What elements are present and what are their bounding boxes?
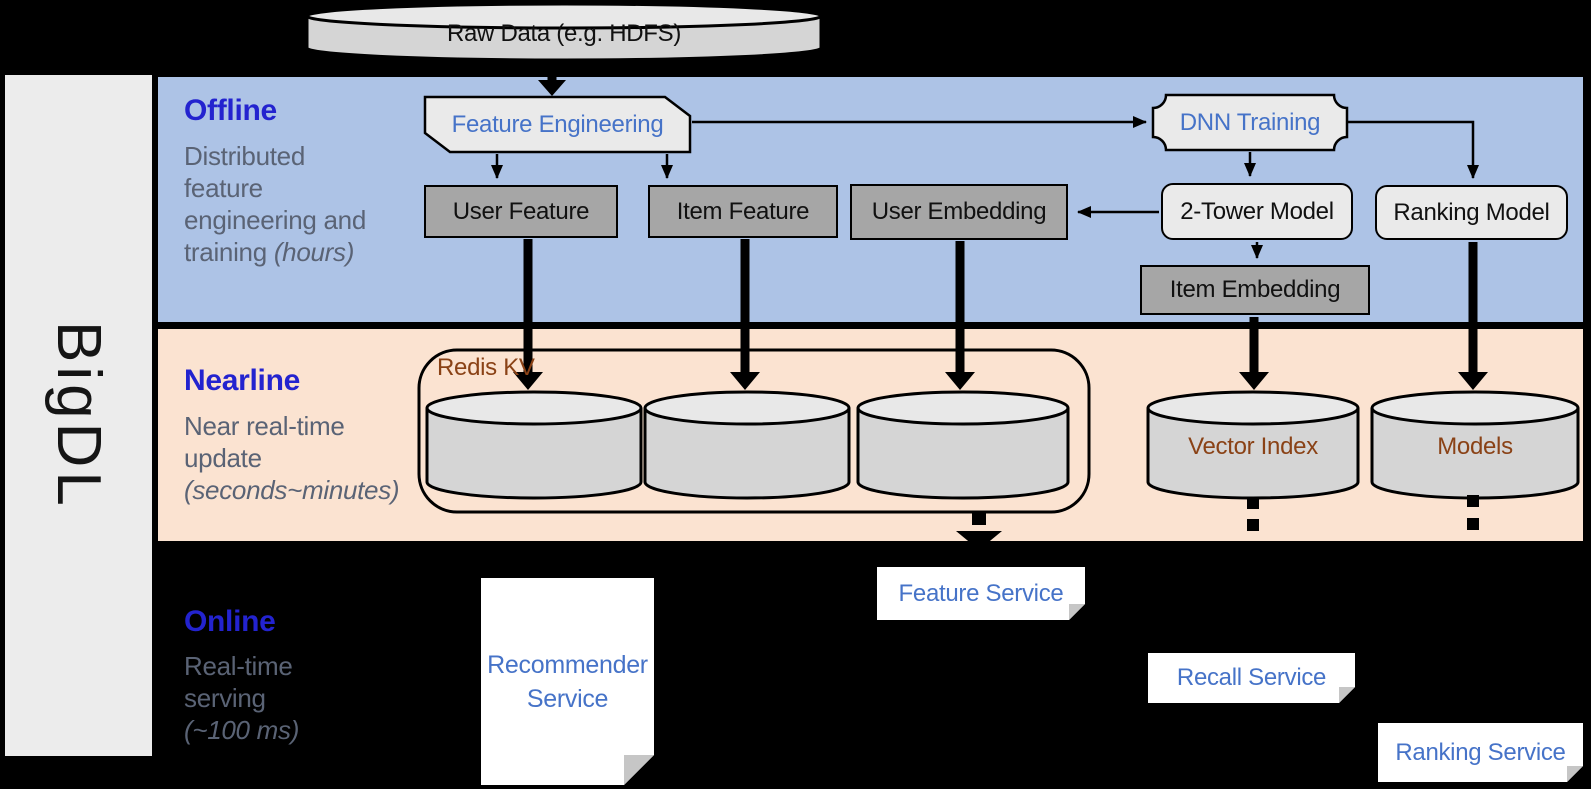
redis-cylinder-3 xyxy=(856,390,1070,500)
offline-desc-line: training (hours) xyxy=(184,237,355,267)
offline-desc-line: Distributed xyxy=(184,141,305,171)
redis-kv-label: Redis KV xyxy=(437,354,535,381)
vector-index-cylinder xyxy=(1146,390,1360,500)
nearline-desc: Near real-time update (seconds~minutes) xyxy=(184,410,400,506)
arrow-redis-to-feature-service xyxy=(956,512,1002,550)
item-embedding-box: Item Embedding xyxy=(1140,265,1370,315)
dashed-link-models xyxy=(1467,495,1479,530)
online-desc: Real-time serving (~100 ms) xyxy=(184,650,299,746)
arrow-ranking-model-to-models xyxy=(1458,242,1488,390)
online-desc-line: Real-time xyxy=(184,651,293,681)
feature-engineering-shape xyxy=(423,95,692,154)
online-desc-line: serving xyxy=(184,683,266,713)
online-desc-line: (~100 ms) xyxy=(184,715,300,745)
ranking-service-doc: Ranking Service xyxy=(1378,723,1583,782)
dnn-training-label: DNN Training xyxy=(1179,108,1321,136)
offline-desc: Distributed feature engineering and trai… xyxy=(184,140,366,268)
online-title: Online xyxy=(184,605,276,638)
arrow-item-embedding-to-vector-index xyxy=(1239,317,1269,390)
nearline-title: Nearline xyxy=(184,364,300,397)
item-feature-box: Item Feature xyxy=(648,185,838,238)
feature-engineering-label: Feature Engineering xyxy=(451,110,664,138)
offline-desc-line: feature xyxy=(184,173,263,203)
redis-cylinder-2 xyxy=(643,390,851,500)
recommender-service-doc: Recommender Service xyxy=(481,578,654,785)
vector-index-label: Vector Index xyxy=(1188,433,1318,460)
arrow-rawdata-to-fe xyxy=(538,62,566,96)
redis-cylinder-1 xyxy=(425,390,643,500)
arrow-user-embedding-to-redis xyxy=(945,241,975,390)
user-feature-box: User Feature xyxy=(424,185,618,238)
nearline-desc-line: update xyxy=(184,443,262,473)
two-tower-model-box: 2-Tower Model xyxy=(1161,183,1353,240)
models-label: Models xyxy=(1437,433,1513,460)
offline-title: Offline xyxy=(184,94,277,127)
arrow-user-feature-to-redis xyxy=(513,239,543,390)
raw-data-cylinder xyxy=(305,2,823,62)
offline-desc-line: engineering and xyxy=(184,205,366,235)
nearline-desc-line: Near real-time xyxy=(184,411,345,441)
ranking-model-box: Ranking Model xyxy=(1375,185,1568,240)
dnn-training-shape xyxy=(1151,93,1349,152)
bigdl-sidebar: BigDL xyxy=(5,75,152,756)
redis-kv-container xyxy=(417,348,1091,514)
arrow-item-feature-to-redis xyxy=(730,239,760,390)
dashed-link-vector-index xyxy=(1247,497,1259,531)
bigdl-brand-label: BigDL xyxy=(44,321,113,510)
recall-service-doc: Recall Service xyxy=(1148,653,1355,703)
feature-service-doc: Feature Service xyxy=(877,567,1085,620)
raw-data-label: Raw Data (e.g. HDFS) xyxy=(446,20,682,47)
nearline-desc-line: (seconds~minutes) xyxy=(184,475,400,505)
arrow-dnn-to-ranking-model xyxy=(1347,120,1479,179)
user-embedding-box: User Embedding xyxy=(850,184,1068,240)
